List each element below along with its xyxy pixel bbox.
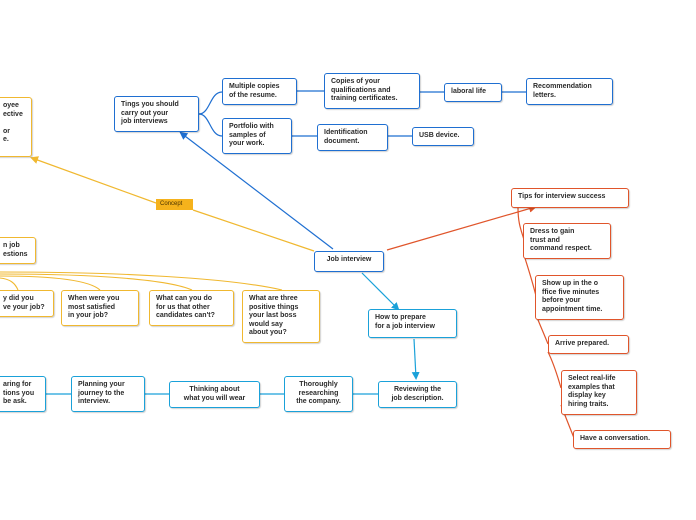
link-concept-employee (30, 156, 157, 204)
node-employee-partial[interactable]: oyee ective or e. (0, 97, 32, 157)
link-root-carry (179, 131, 334, 250)
node-tips-success[interactable]: Tips for interview success (511, 188, 629, 208)
node-researching-company[interactable]: Thoroughly researching the company. (284, 376, 353, 412)
link-questions-fan-1 (0, 271, 283, 291)
node-things-to-carry[interactable]: Tings you should carry out your job inte… (114, 96, 199, 132)
node-recommendation-letters[interactable]: Recommendation letters. (526, 78, 613, 105)
node-portfolio[interactable]: Portfolio with samples of your work. (222, 118, 292, 154)
node-how-to-prepare[interactable]: How to prepare for a job interview (368, 309, 457, 338)
link-questions-fan-3 (0, 275, 101, 291)
node-show-up[interactable]: Show up in the o ffice five minutes befo… (535, 275, 624, 320)
node-why-did-you[interactable]: y did you ve your job? (0, 290, 54, 317)
link-prepare-reviewing (411, 338, 420, 380)
link-questions-fan-4 (0, 277, 19, 291)
node-reviewing-description[interactable]: Reviewing the job description. (378, 381, 457, 408)
node-have-conversation[interactable]: Have a conversation. (573, 430, 671, 449)
node-what-others[interactable]: What can you do for us that other candid… (149, 290, 234, 326)
link-root-concept (192, 209, 315, 252)
link-carry-copies (198, 91, 223, 115)
link-root-success (386, 204, 537, 251)
node-multiple-copies[interactable]: Multiple copies of the resume. (222, 78, 297, 105)
link-spine-select (547, 351, 562, 389)
node-job-interview[interactable]: Job interview (314, 251, 384, 272)
node-planning-journey[interactable]: Planning your journey to the interview. (71, 376, 145, 412)
concept-label: Concept (156, 199, 193, 210)
node-identification[interactable]: Identification document. (317, 124, 388, 151)
node-copies-qualifications[interactable]: Copies of your qualifications and traini… (324, 73, 420, 109)
node-laboral-life[interactable]: laboral life (444, 83, 502, 102)
node-preparing-questions[interactable]: aring for tions you be ask. (0, 376, 46, 412)
node-usb-device[interactable]: USB device. (412, 127, 474, 146)
node-arrive-prepared[interactable]: Arrive prepared. (548, 335, 629, 354)
link-root-prepare (361, 272, 400, 311)
node-dress[interactable]: Dress to gain trust and command respect. (523, 223, 611, 259)
node-select-examples[interactable]: Select real-life examples that display k… (561, 370, 637, 415)
link-carry-portfolio (198, 113, 223, 137)
link-questions-fan-2 (0, 273, 193, 291)
node-three-positive[interactable]: What are three positive things your last… (242, 290, 320, 343)
node-when-satisfied[interactable]: When were you most satisfied in your job… (61, 290, 139, 326)
node-job-questions-partial[interactable]: n job estions (0, 237, 36, 264)
node-thinking-wear[interactable]: Thinking about what you will wear (169, 381, 260, 408)
